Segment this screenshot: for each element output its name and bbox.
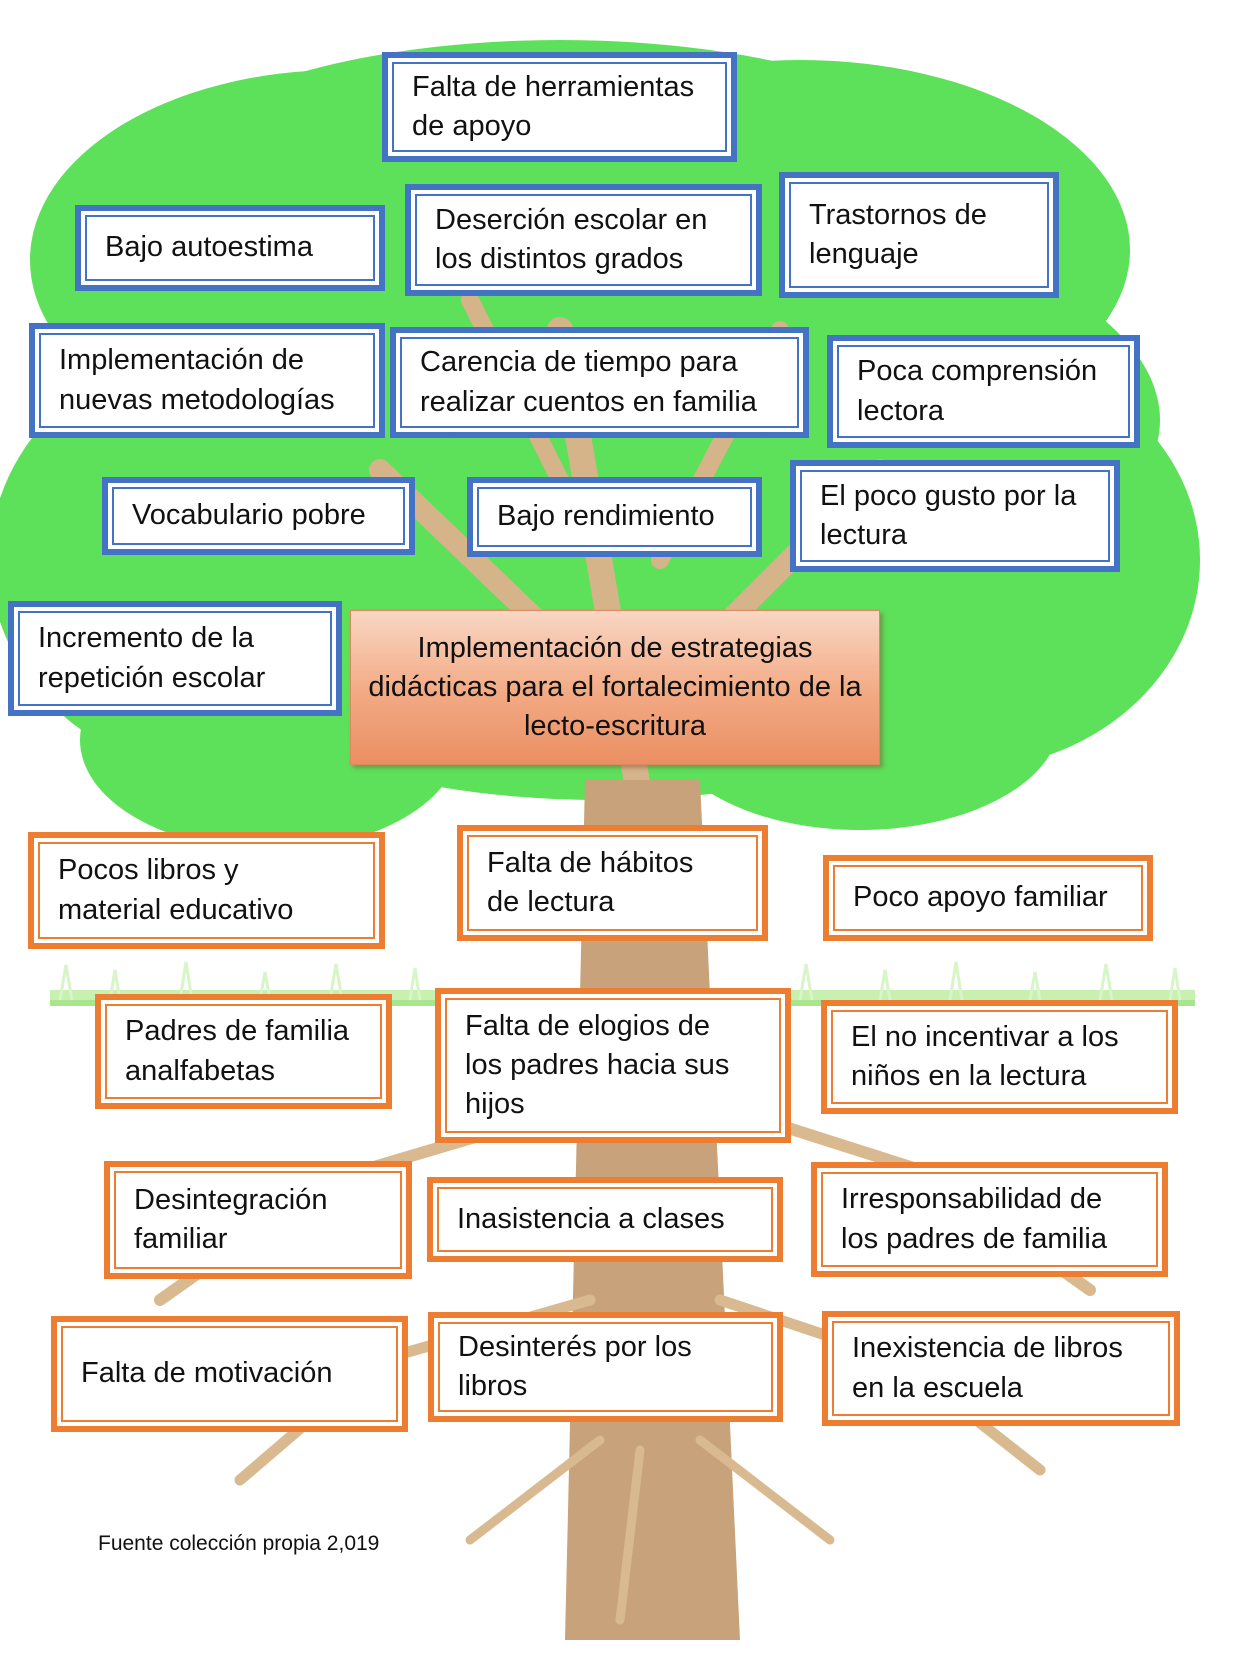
cause-text: Falta de elogios de los padres hacia sus… <box>465 1009 730 1121</box>
cause-box: Padres de familia analfabetas <box>95 994 392 1109</box>
effect-box: Incremento de la repetición escolar <box>8 601 342 716</box>
cause-box: Irresponsabilidad de los padres de famil… <box>811 1162 1168 1277</box>
cause-text: Desintegración familiar <box>134 1183 328 1255</box>
cause-text: Padres de familia analfabetas <box>125 1015 350 1087</box>
cause-text: Inasistencia a clases <box>457 1202 725 1235</box>
cause-box: El no incentivar a los niños en la lectu… <box>821 1000 1178 1114</box>
cause-box: Inasistencia a clases <box>427 1177 783 1262</box>
cause-box: Falta de motivación <box>51 1316 408 1432</box>
cause-text: El no incentivar a los niños en la lectu… <box>851 1020 1119 1092</box>
cause-text: Poco apoyo familiar <box>853 881 1108 914</box>
effect-box: Falta de herramientas de apoyo <box>382 52 737 162</box>
effect-text: Vocabulario pobre <box>132 499 366 532</box>
effect-text: Bajo autoestima <box>105 231 313 264</box>
cause-text: Pocos libros y material educativo <box>58 854 294 926</box>
effect-box: Bajo autoestima <box>75 205 385 291</box>
cause-text: Desinterés por los libros <box>458 1330 692 1402</box>
cause-box: Falta de elogios de los padres hacia sus… <box>435 988 791 1143</box>
effect-box: Trastornos de lenguaje <box>779 172 1059 298</box>
cause-box: Desintegración familiar <box>104 1161 412 1279</box>
central-problem-box: Implementación de estrategias didácticas… <box>350 610 880 765</box>
effect-text: Incremento de la repetición escolar <box>38 622 266 694</box>
effect-box: Poca comprensión lectora <box>827 335 1140 448</box>
effect-text: Poca comprensión lectora <box>857 355 1098 427</box>
cause-text: Irresponsabilidad de los padres de famil… <box>841 1183 1107 1255</box>
effect-text: Implementación de nuevas metodologías <box>59 344 335 416</box>
effect-box: Bajo rendimiento <box>467 477 762 557</box>
effect-box: Implementación de nuevas metodologías <box>29 323 385 438</box>
effect-text: El poco gusto por la lectura <box>820 479 1077 551</box>
cause-text: Falta de hábitos de lectura <box>487 846 694 918</box>
effect-text: Deserción escolar en los distintos grado… <box>435 203 708 275</box>
cause-box: Desinterés por los libros <box>428 1312 783 1422</box>
effect-text: Trastornos de lenguaje <box>809 198 987 270</box>
effect-box: Vocabulario pobre <box>102 477 415 555</box>
effect-text: Bajo rendimiento <box>497 500 715 533</box>
effect-text: Falta de herramientas de apoyo <box>412 70 695 142</box>
cause-box: Falta de hábitos de lectura <box>457 825 768 941</box>
cause-box: Inexistencia de libros en la escuela <box>822 1311 1180 1426</box>
effect-text: Carencia de tiempo para realizar cuentos… <box>420 346 757 418</box>
effect-box: Carencia de tiempo para realizar cuentos… <box>390 327 809 438</box>
effect-box: Deserción escolar en los distintos grado… <box>405 184 762 296</box>
cause-text: Falta de motivación <box>81 1357 333 1390</box>
cause-box: Poco apoyo familiar <box>823 855 1153 941</box>
source-caption: Fuente colección propia 2,019 <box>98 1532 380 1555</box>
central-problem-text: Implementación de estrategias didácticas… <box>368 631 862 743</box>
cause-text: Inexistencia de libros en la escuela <box>852 1332 1123 1404</box>
cause-box: Pocos libros y material educativo <box>28 832 385 949</box>
effect-box: El poco gusto por la lectura <box>790 460 1120 572</box>
